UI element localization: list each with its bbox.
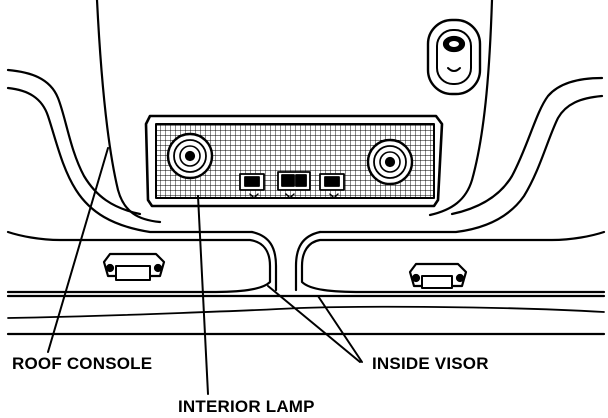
left-visor-clip (102, 252, 166, 281)
center-divider-right (294, 230, 322, 292)
right-lamp-lens (366, 138, 414, 186)
leader-roof-console (47, 147, 109, 353)
roof-console-right-edge (428, 0, 494, 217)
headliner-right-upper (450, 76, 604, 216)
roof-console-label: ROOF CONSOLE (12, 354, 153, 373)
lamp-switches (239, 171, 345, 199)
headliner-right-lower (318, 94, 604, 234)
header-lip (7, 305, 605, 319)
left-visor (6, 230, 272, 294)
interior-lamp-label: INTERIOR LAMP (178, 397, 315, 416)
headliner-left-lower (6, 86, 254, 234)
right-visor-clip (408, 262, 468, 289)
headliner-left-upper (6, 68, 142, 216)
inside-visor-label: INSIDE VISOR (372, 354, 489, 373)
overhead-switch (426, 18, 482, 96)
interior-lamp (144, 114, 444, 208)
leader-inside-visor-right (317, 295, 363, 363)
left-lamp-lens (166, 132, 214, 180)
leader-interior-lamp (197, 195, 209, 395)
center-divider-left (250, 230, 278, 292)
roof-console-left-edge (95, 0, 162, 224)
right-visor (300, 230, 606, 294)
leader-inside-visor-left (267, 285, 361, 363)
